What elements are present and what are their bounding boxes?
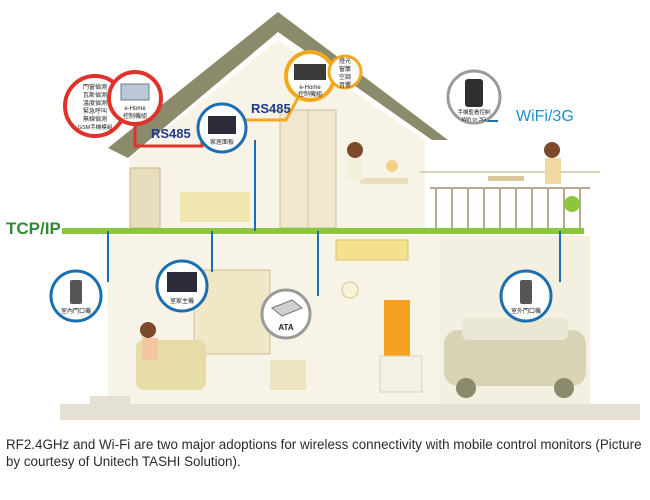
- home-host-downstairs-icon: [167, 272, 197, 292]
- ata-icon: [271, 299, 303, 317]
- home-host-downstairs-label: 室家主機: [170, 297, 194, 305]
- person-downstairs-body: [142, 338, 158, 360]
- tcp-ip-label: TCP/IP: [6, 219, 61, 238]
- ground: [60, 396, 640, 420]
- side-table: [270, 360, 306, 390]
- gateway-sensor-line-1: 門窗偵測: [83, 83, 107, 91]
- ehome-side-ring: [327, 54, 363, 90]
- air-conditioner: [335, 239, 409, 261]
- gateway-sensor-line-3: 溫度偵測: [83, 99, 107, 107]
- home-panel-upstairs-device: 家居面板: [196, 102, 248, 154]
- ehome-side-note-4: 音響: [339, 81, 351, 89]
- car-wheel-left: [456, 378, 476, 398]
- home-panel-upstairs-label: 家居面板: [210, 138, 234, 146]
- ehome-side-note-2: 窗簾: [339, 65, 351, 73]
- balcony-person-body: [545, 158, 561, 184]
- home-host-downstairs-device: 室家主機: [155, 259, 209, 313]
- tv-stand: [379, 355, 423, 393]
- sofa-upstairs: [180, 192, 250, 222]
- ata-device: ATA: [260, 288, 312, 340]
- bookshelf-small: [129, 167, 161, 229]
- ehome-unit-device: e-Home 控制機組 燈光 窗簾 空調 音響: [284, 50, 363, 102]
- rs485-orange-line: [236, 93, 302, 122]
- desk-lamp: [386, 160, 398, 172]
- ehome-unit-icon: [294, 64, 326, 80]
- ehome-unit-line-2: 控制機組: [298, 90, 322, 98]
- gateway-sensor-line-4: 緊急呼叫: [83, 107, 107, 115]
- ehome-side-note-3: 空調: [339, 73, 351, 81]
- roof-outline: [108, 12, 448, 158]
- gateway-sensor-line-6: GSM手機模組: [78, 123, 113, 131]
- smart-home-diagram: TCP/IP WiFi/3G RS485 RS485 門窗偵測 瓦斯偵測 溫度偵…: [6, 12, 640, 420]
- mobile-phone-icon: [465, 79, 483, 107]
- plant: [564, 196, 580, 212]
- downstairs-furniture: [136, 239, 586, 398]
- person-upstairs-head: [347, 142, 363, 158]
- car-window: [462, 318, 568, 340]
- ehome-side-note-1: 燈光: [339, 57, 351, 65]
- door-unit-left-icon: [70, 280, 82, 304]
- door-unit-left-label: 室內門口機: [61, 307, 91, 315]
- door-unit-right-icon: [520, 280, 532, 304]
- person-upstairs-body: [348, 158, 362, 180]
- balcony-table: [488, 176, 524, 181]
- phone-note-2: Wifi or 3G: [462, 117, 486, 123]
- gateway-sensor-line-2: 瓦斯偵測: [83, 91, 107, 99]
- desk: [360, 178, 408, 184]
- tv-screen: [384, 300, 410, 356]
- ata-label: ATA: [278, 323, 293, 332]
- balcony-person-head: [544, 142, 560, 158]
- door-unit-right-device: 室外門口機: [499, 269, 553, 323]
- house-upper-wall: [130, 40, 425, 228]
- control-host-device: e-Home 控制機組: [107, 70, 163, 126]
- rs485-label-right: RS485: [251, 101, 291, 116]
- door-unit-left-device: 室內門口機: [49, 269, 103, 323]
- gateway-sensor-line-5: 無線偵測: [83, 115, 107, 123]
- door-unit-right-label: 室外門口機: [511, 307, 541, 315]
- car-wheel-right: [554, 378, 574, 398]
- wifi-3g-label: WiFi/3G: [516, 108, 574, 125]
- car-body: [444, 330, 586, 386]
- balcony-railing: [430, 187, 590, 228]
- figure-caption: RF2.4GHz and Wi-Fi are two major adoptio…: [6, 437, 642, 469]
- home-panel-upstairs-icon: [208, 116, 236, 134]
- mobile-phone-device: 手機監看控制 Wifi or 3G: [446, 69, 502, 125]
- control-host-line-2: 控制機組: [123, 112, 147, 120]
- rs485-label-left: RS485: [151, 126, 191, 141]
- wall-clock: [341, 281, 359, 299]
- upstairs-furniture: [129, 109, 580, 229]
- person-downstairs-head: [140, 322, 156, 338]
- phone-note-1: 手機監看控制: [457, 108, 491, 116]
- control-host-line-1: e-Home: [124, 106, 146, 112]
- ehome-unit-line-1: e-Home: [299, 85, 321, 91]
- control-host-icon: [120, 83, 150, 101]
